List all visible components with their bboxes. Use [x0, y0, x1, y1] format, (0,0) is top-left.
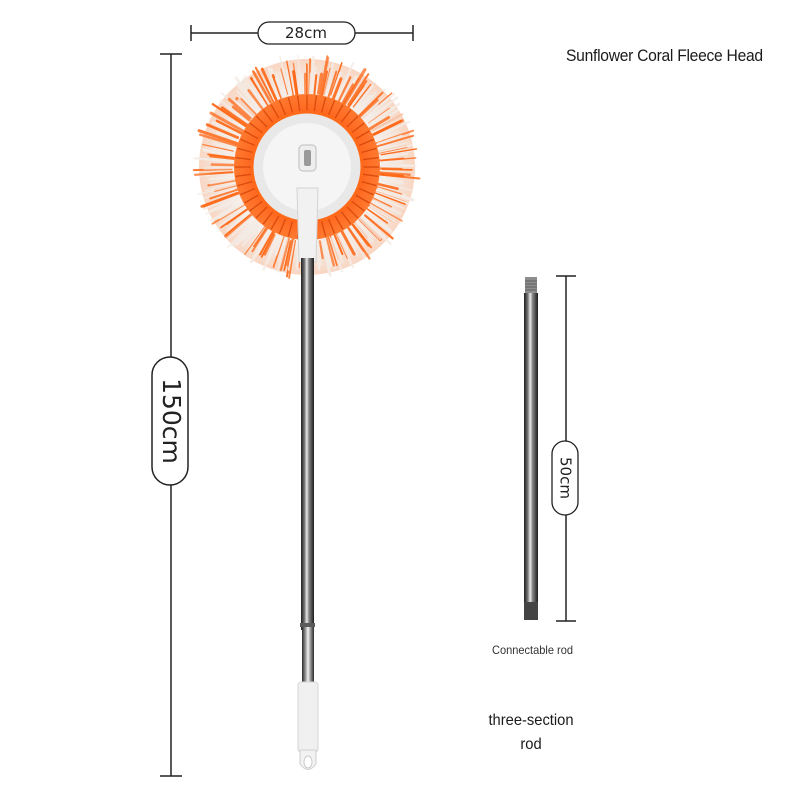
- rod-length-dimension: 50cm: [551, 275, 579, 622]
- sunflower-mop-head-icon: [192, 54, 421, 280]
- rod-length-label: 50cm: [557, 457, 575, 499]
- head-name-caption: Sunflower Coral Fleece Head: [566, 46, 763, 65]
- steel-rod-icon: [524, 277, 538, 620]
- head-width-dimension: 28cm: [190, 21, 414, 45]
- three-section-rod: [297, 258, 319, 770]
- three-section-rod-caption: three-section rod: [488, 712, 574, 753]
- total-length-dimension: 150cm: [151, 53, 189, 777]
- total-length-label: 150cm: [157, 378, 186, 464]
- connectable-rod-caption: Connectable rod: [492, 643, 574, 657]
- head-width-label: 28cm: [285, 24, 327, 42]
